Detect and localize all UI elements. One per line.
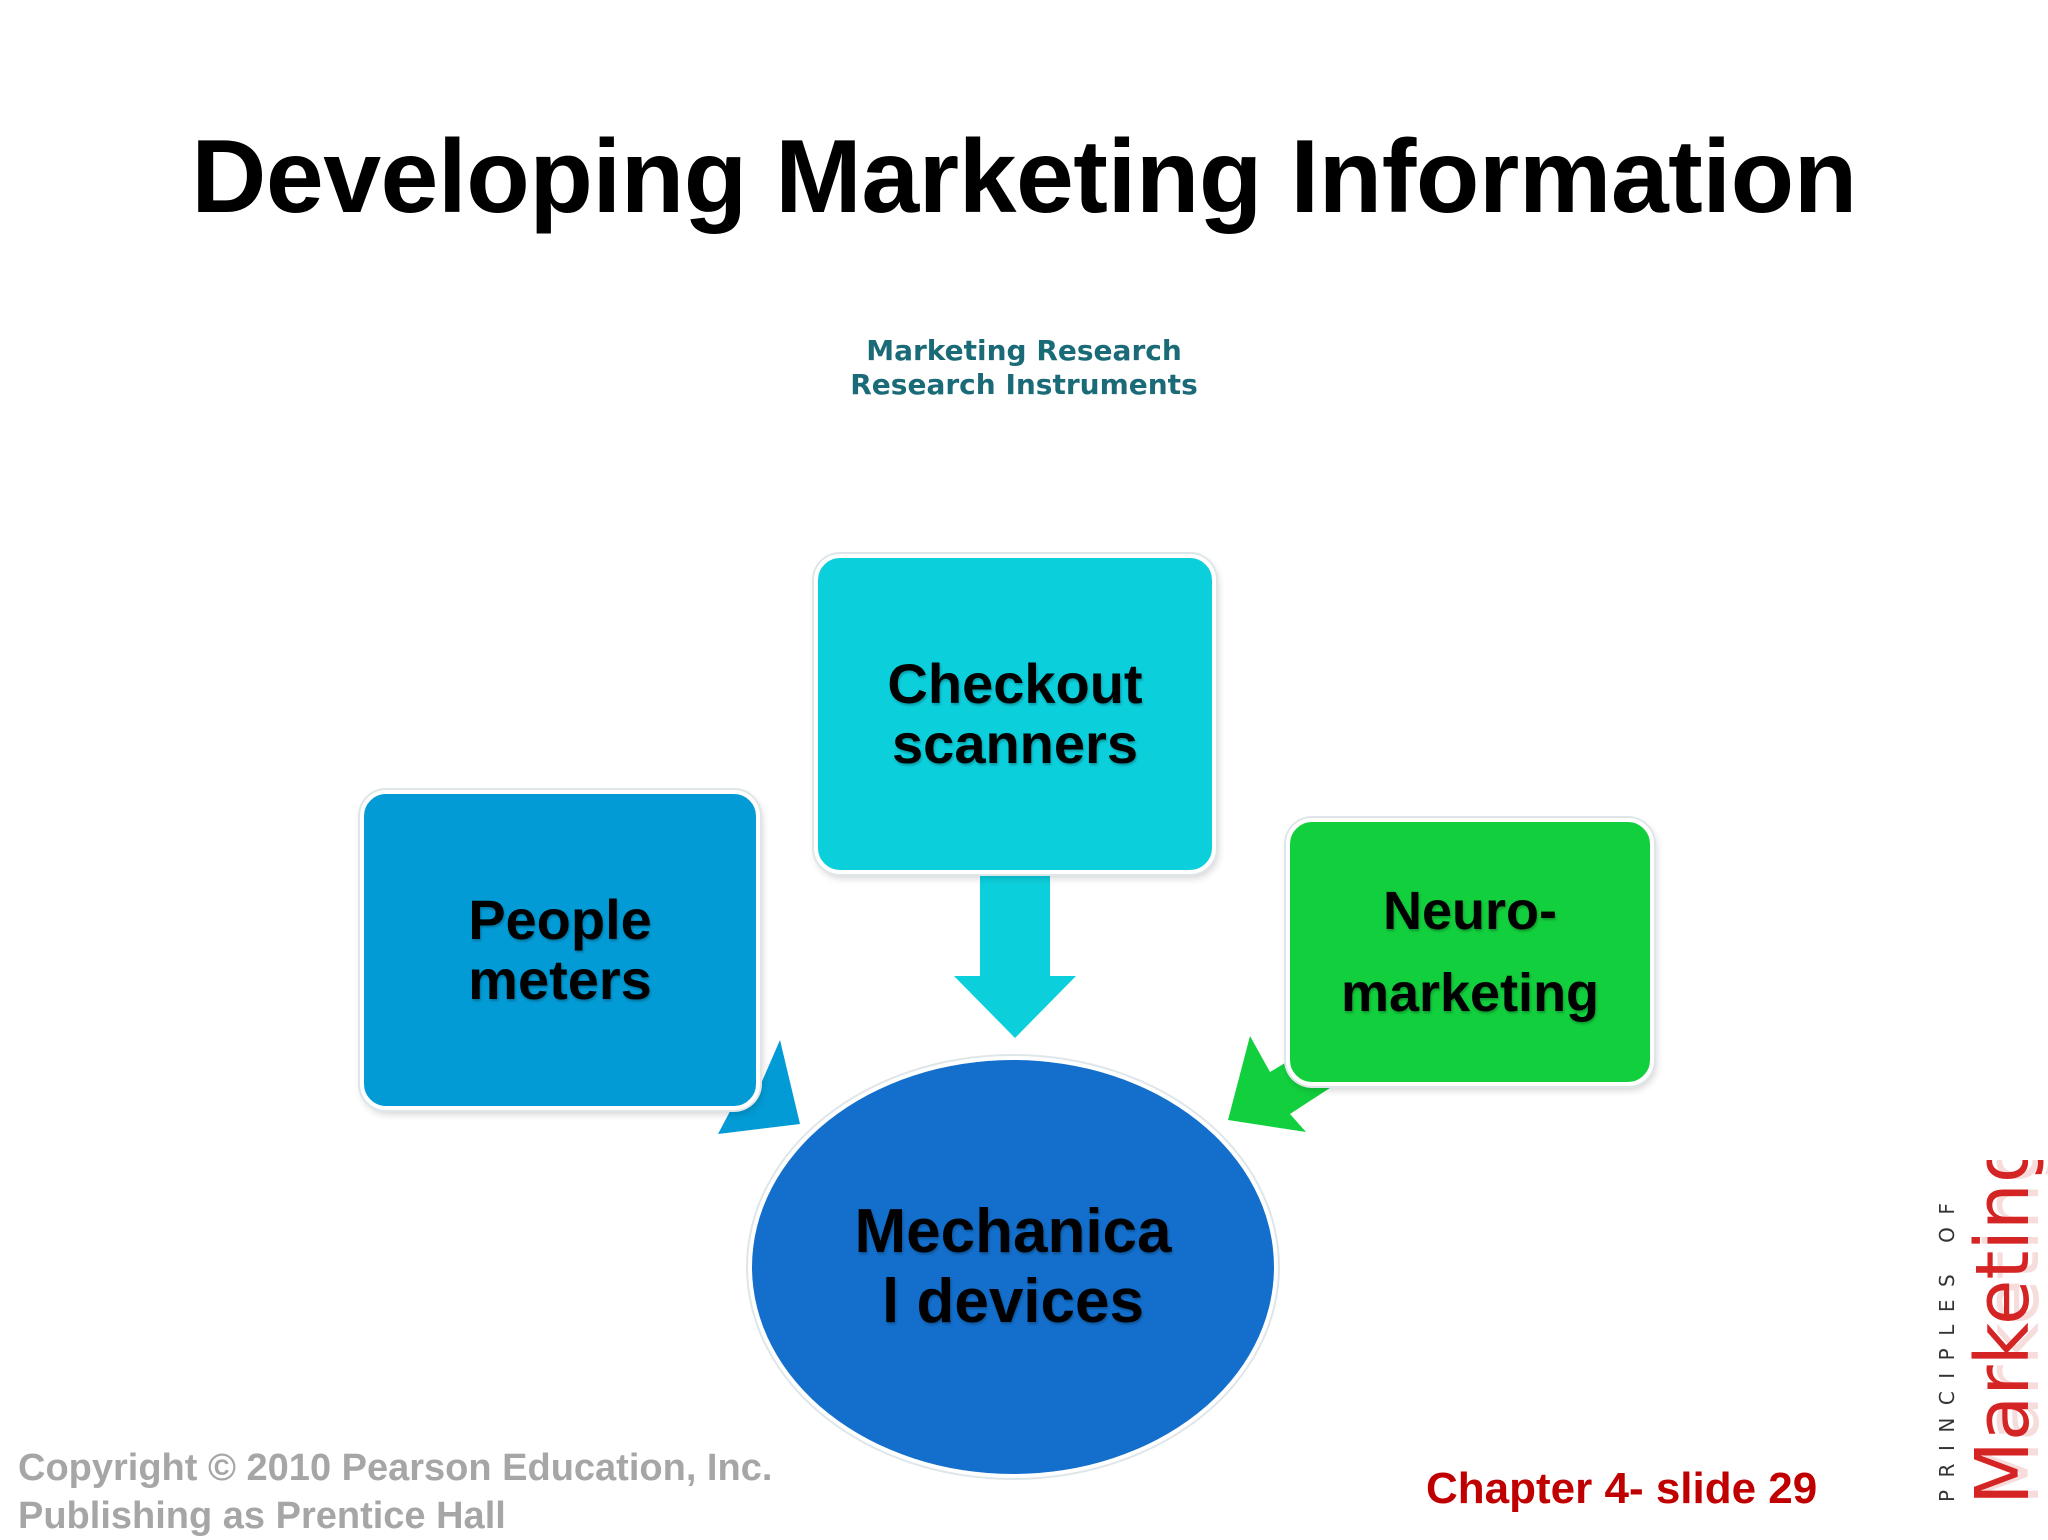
slide-subtitle: Marketing Research Research Instruments <box>0 334 2048 402</box>
box-people-line-2: meters <box>468 948 652 1011</box>
arrow-neuromarketing <box>1228 1036 1336 1132</box>
box-people-line-1: People <box>468 888 652 951</box>
box-checkout-scanners: Checkout scanners <box>814 554 1216 874</box>
box-neuromarketing: Neuro- marketing <box>1286 818 1654 1086</box>
center-line-2: l devices <box>882 1267 1144 1336</box>
box-neuro-line-1: Neuro- <box>1383 881 1557 941</box>
subtitle-line-1: Marketing Research <box>866 334 1182 367</box>
slide-title: Developing Marketing Information <box>191 119 1857 235</box>
principles-of-marketing-logo: PRINCIPLES OF Marketing Marketing <box>1935 1160 2048 1505</box>
center-line-1: Mechanica <box>854 1197 1172 1266</box>
logo-marketing-reflection: Marketing <box>1970 1160 2048 1505</box>
copyright-line-2: Publishing as Prentice Hall <box>18 1495 506 1537</box>
copyright-line-1: Copyright © 2010 Pearson Education, Inc. <box>18 1447 773 1489</box>
chapter-slide-number: Chapter 4- slide 29 <box>1426 1464 1818 1513</box>
box-neuro-line-2: marketing <box>1340 963 1600 1023</box>
copyright-notice: Copyright © 2010 Pearson Education, Inc.… <box>18 1444 772 1540</box>
center-mechanical-devices: Mechanica l devices <box>748 1056 1278 1478</box>
arrow-checkout-scanners <box>954 876 1076 1038</box>
subtitle-line-2: Research Instruments <box>850 368 1198 401</box>
box-checkout-line-1: Checkout <box>887 652 1143 715</box>
logo-principles-of: PRINCIPLES OF <box>1935 1191 1959 1502</box>
box-checkout-line-2: scanners <box>892 712 1138 775</box>
logo-marketing: Marketing <box>1960 1160 2046 1505</box>
box-people-meters: People meters <box>360 790 760 1110</box>
